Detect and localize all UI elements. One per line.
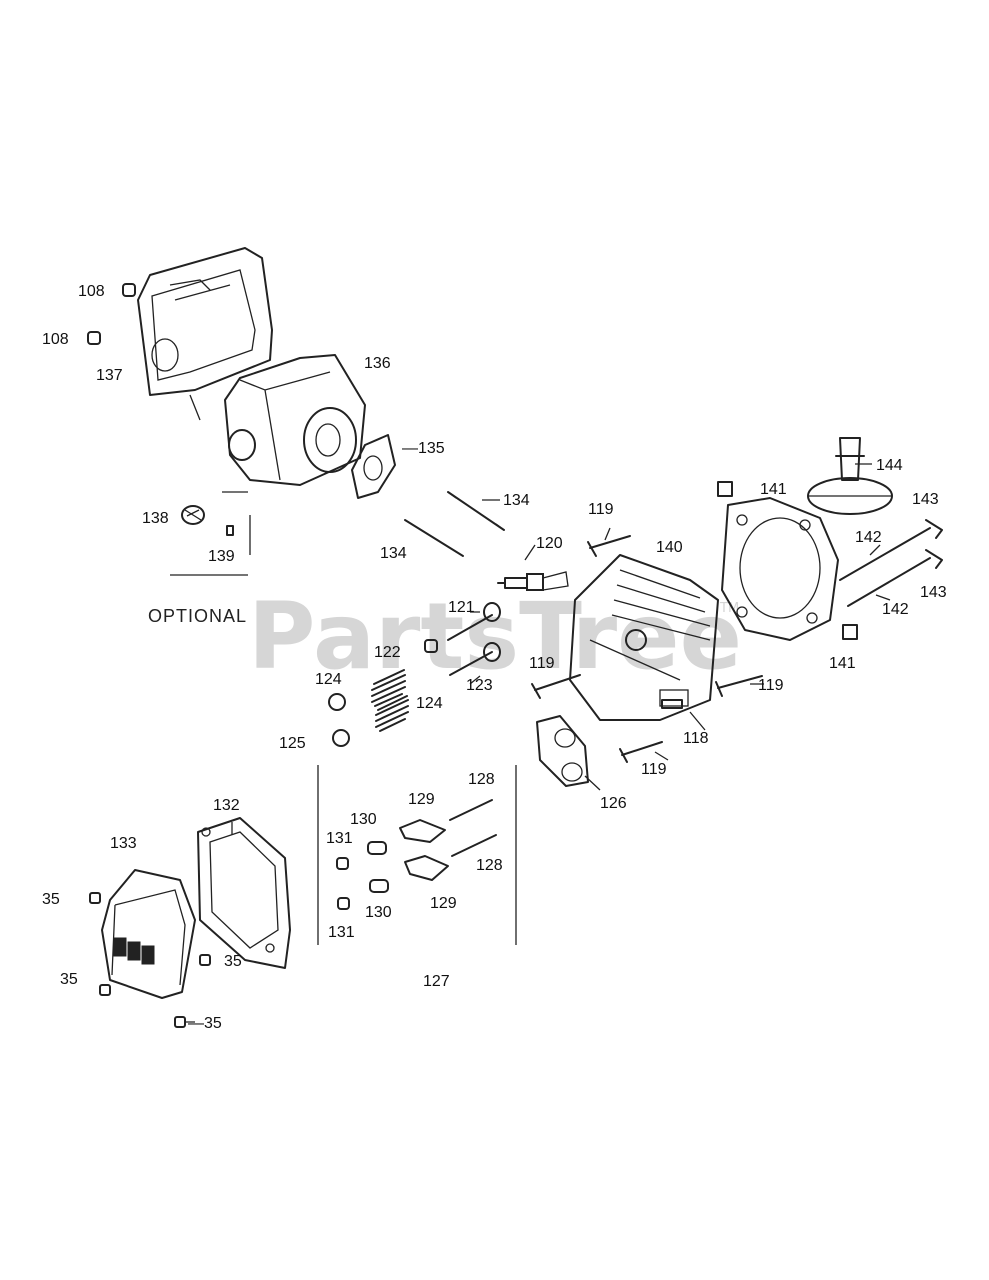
callout-140: 140 xyxy=(656,539,683,556)
callout-118: 118 xyxy=(683,730,709,747)
cover-screw-35-d[interactable] xyxy=(174,1016,186,1028)
callout-134-upper: 134 xyxy=(503,492,530,509)
callout-127: 127 xyxy=(423,973,450,990)
callout-128-upper: 128 xyxy=(468,771,495,788)
callout-35-b: 35 xyxy=(224,953,242,970)
rocker-stud-128-upper[interactable] xyxy=(449,799,493,821)
callout-142-upper: 142 xyxy=(855,529,882,546)
callout-132: 132 xyxy=(213,797,240,814)
callout-141-lower: 141 xyxy=(829,655,856,672)
callout-137: 137 xyxy=(96,367,123,384)
spring-retainer-124[interactable] xyxy=(328,693,346,711)
valve-cover[interactable] xyxy=(101,869,196,999)
rocker-arm-129-upper[interactable] xyxy=(399,819,446,843)
valve-keeper-125[interactable] xyxy=(332,729,350,747)
rocker-nut-131-lower[interactable] xyxy=(337,897,350,910)
long-bolt-142-upper[interactable] xyxy=(839,519,943,581)
rocker-arm-129-lower[interactable] xyxy=(404,855,449,881)
spark-plug[interactable] xyxy=(497,571,569,591)
callout-130-upper: 130 xyxy=(350,811,377,828)
callout-123: 123 xyxy=(466,677,493,694)
partstree-watermark: PartsTree xyxy=(248,583,742,690)
muffler-heat-shield[interactable] xyxy=(137,247,273,421)
rocker-pivot-130-upper[interactable] xyxy=(367,841,387,855)
exhaust-valve[interactable] xyxy=(449,642,501,676)
callout-119-bottom: 119 xyxy=(641,761,667,778)
callout-136: 136 xyxy=(364,355,391,372)
callout-124-upper: 124 xyxy=(315,671,342,688)
callout-130-lower: 130 xyxy=(365,904,392,921)
callout-119-right: 119 xyxy=(758,677,784,694)
callout-122: 122 xyxy=(374,644,401,661)
callout-35-c: 35 xyxy=(60,971,78,988)
nut-108-upper[interactable] xyxy=(122,283,136,297)
long-bolt-142-lower[interactable] xyxy=(847,549,943,607)
muffler-stud-upper[interactable] xyxy=(447,491,505,531)
dowel-141-upper[interactable] xyxy=(717,481,733,497)
cover-screw-35-a[interactable] xyxy=(89,892,101,904)
rocker-stud-128-lower[interactable] xyxy=(451,834,497,857)
head-bolt-119-right[interactable] xyxy=(715,675,763,697)
callout-142-lower: 142 xyxy=(882,601,909,618)
callout-141-upper: 141 xyxy=(760,481,787,498)
callout-143-upper: 143 xyxy=(912,491,939,508)
callout-35-a: 35 xyxy=(42,891,60,908)
dowel-141-lower[interactable] xyxy=(842,624,858,640)
rocker-pivot-130-lower[interactable] xyxy=(369,879,389,893)
callout-108-upper: 108 xyxy=(78,283,105,300)
cover-screw-35-b[interactable] xyxy=(199,954,211,966)
valve-spring-upper[interactable] xyxy=(371,669,406,707)
head-bolt-119-top[interactable] xyxy=(587,535,631,557)
spark-arrestor-screen[interactable] xyxy=(181,505,205,525)
callout-134-lower: 134 xyxy=(380,545,407,562)
optional-bracket xyxy=(170,491,251,576)
head-bolt-119-left[interactable] xyxy=(531,674,581,699)
callout-129-lower: 129 xyxy=(430,895,457,912)
callout-119-left: 119 xyxy=(529,655,555,672)
callout-138: 138 xyxy=(142,510,169,527)
optional-label: OPTIONAL xyxy=(148,606,247,626)
callout-131-upper: 131 xyxy=(326,830,353,847)
callout-139: 139 xyxy=(208,548,235,565)
callout-131-lower: 131 xyxy=(328,924,355,941)
nut-108-lower[interactable] xyxy=(87,331,101,345)
callout-135: —135 xyxy=(402,440,445,457)
rocker-nut-131-upper[interactable] xyxy=(336,857,349,870)
dowel-pin-118[interactable] xyxy=(661,699,683,709)
callout-35-d: —35 xyxy=(188,1015,222,1032)
callout-129-upper: 129 xyxy=(408,791,435,808)
callout-108-lower: 108 xyxy=(42,331,69,348)
cover-screw-35-c[interactable] xyxy=(99,984,111,996)
callout-leader-lines xyxy=(185,463,891,1023)
callout-143-lower: 143 xyxy=(920,584,947,601)
rocker-assembly-bracket xyxy=(317,765,517,945)
valve-stem-seal[interactable] xyxy=(424,639,438,653)
head-gasket[interactable] xyxy=(721,497,839,641)
callout-124-lower: 124 xyxy=(416,695,443,712)
callout-120: 120 xyxy=(536,535,563,552)
callout-128-lower: 128 xyxy=(476,857,503,874)
valve-spring-lower[interactable] xyxy=(375,695,409,732)
muffler-body[interactable] xyxy=(224,354,366,486)
head-bolt-119-bottom[interactable] xyxy=(619,741,663,763)
callout-133: 133 xyxy=(110,835,137,852)
callout-121: 121 xyxy=(448,599,475,616)
valve-cover-gasket[interactable] xyxy=(197,817,291,969)
callout-125: 125 xyxy=(279,735,306,752)
intake-valve[interactable] xyxy=(447,602,501,641)
muffler-stud-lower[interactable] xyxy=(404,519,464,557)
cylinder-head[interactable] xyxy=(569,554,719,721)
push-rod-guide-plate[interactable] xyxy=(536,715,589,787)
muffler-gasket[interactable] xyxy=(351,434,396,499)
callout-144: 144 xyxy=(876,457,903,474)
callout-126: 126 xyxy=(600,795,627,812)
spark-arrestor-screw[interactable] xyxy=(226,525,234,536)
camshaft[interactable] xyxy=(807,437,893,515)
callout-119-top: 119 xyxy=(588,501,614,518)
